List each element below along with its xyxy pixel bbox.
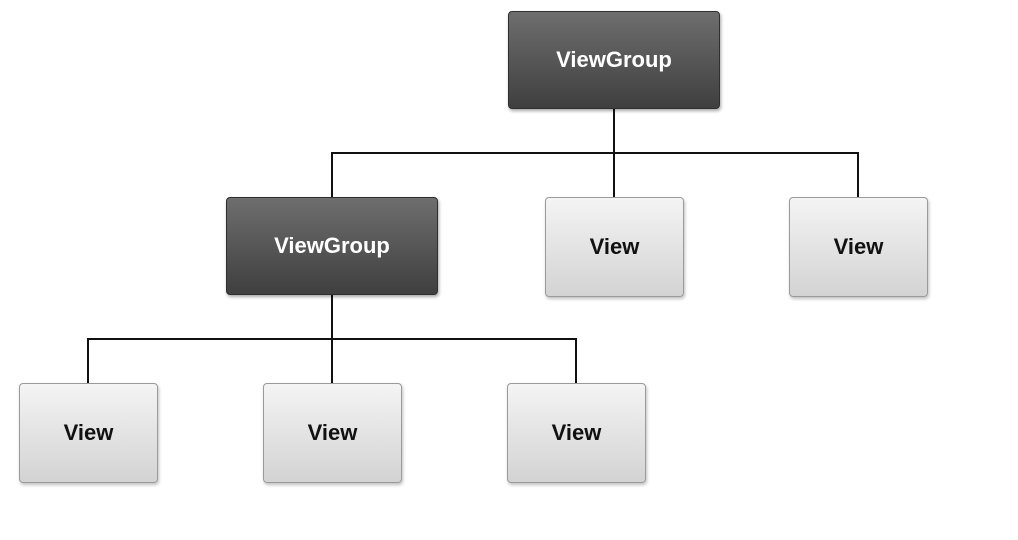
level2-view-node-c: View — [507, 383, 646, 483]
level1-view-node-b: View — [789, 197, 928, 297]
connector-level1-group — [331, 152, 333, 198]
level1-view-label-b: View — [833, 234, 884, 259]
level2-view-node-b: View — [263, 383, 402, 483]
level2-view-node-a: View — [19, 383, 158, 483]
connector-level1-view-a — [613, 152, 615, 198]
connector-group-stem — [331, 294, 333, 340]
level2-view-label-c: View — [551, 420, 602, 445]
connector-level2-view-a — [87, 338, 89, 384]
child-viewgroup-label: ViewGroup — [274, 233, 390, 258]
connector-level2-view-b — [331, 338, 333, 384]
connector-root-stem — [613, 108, 615, 154]
connector-level1-bar — [331, 152, 859, 154]
level2-view-label-b: View — [307, 420, 358, 445]
connector-level2-view-c — [575, 338, 577, 384]
level1-view-node-a: View — [545, 197, 684, 297]
level1-view-label-a: View — [589, 234, 640, 259]
root-viewgroup-node: ViewGroup — [508, 11, 720, 109]
child-viewgroup-node: ViewGroup — [226, 197, 438, 295]
level2-view-label-a: View — [63, 420, 114, 445]
connector-level1-view-b — [857, 152, 859, 198]
root-viewgroup-label: ViewGroup — [556, 47, 672, 72]
